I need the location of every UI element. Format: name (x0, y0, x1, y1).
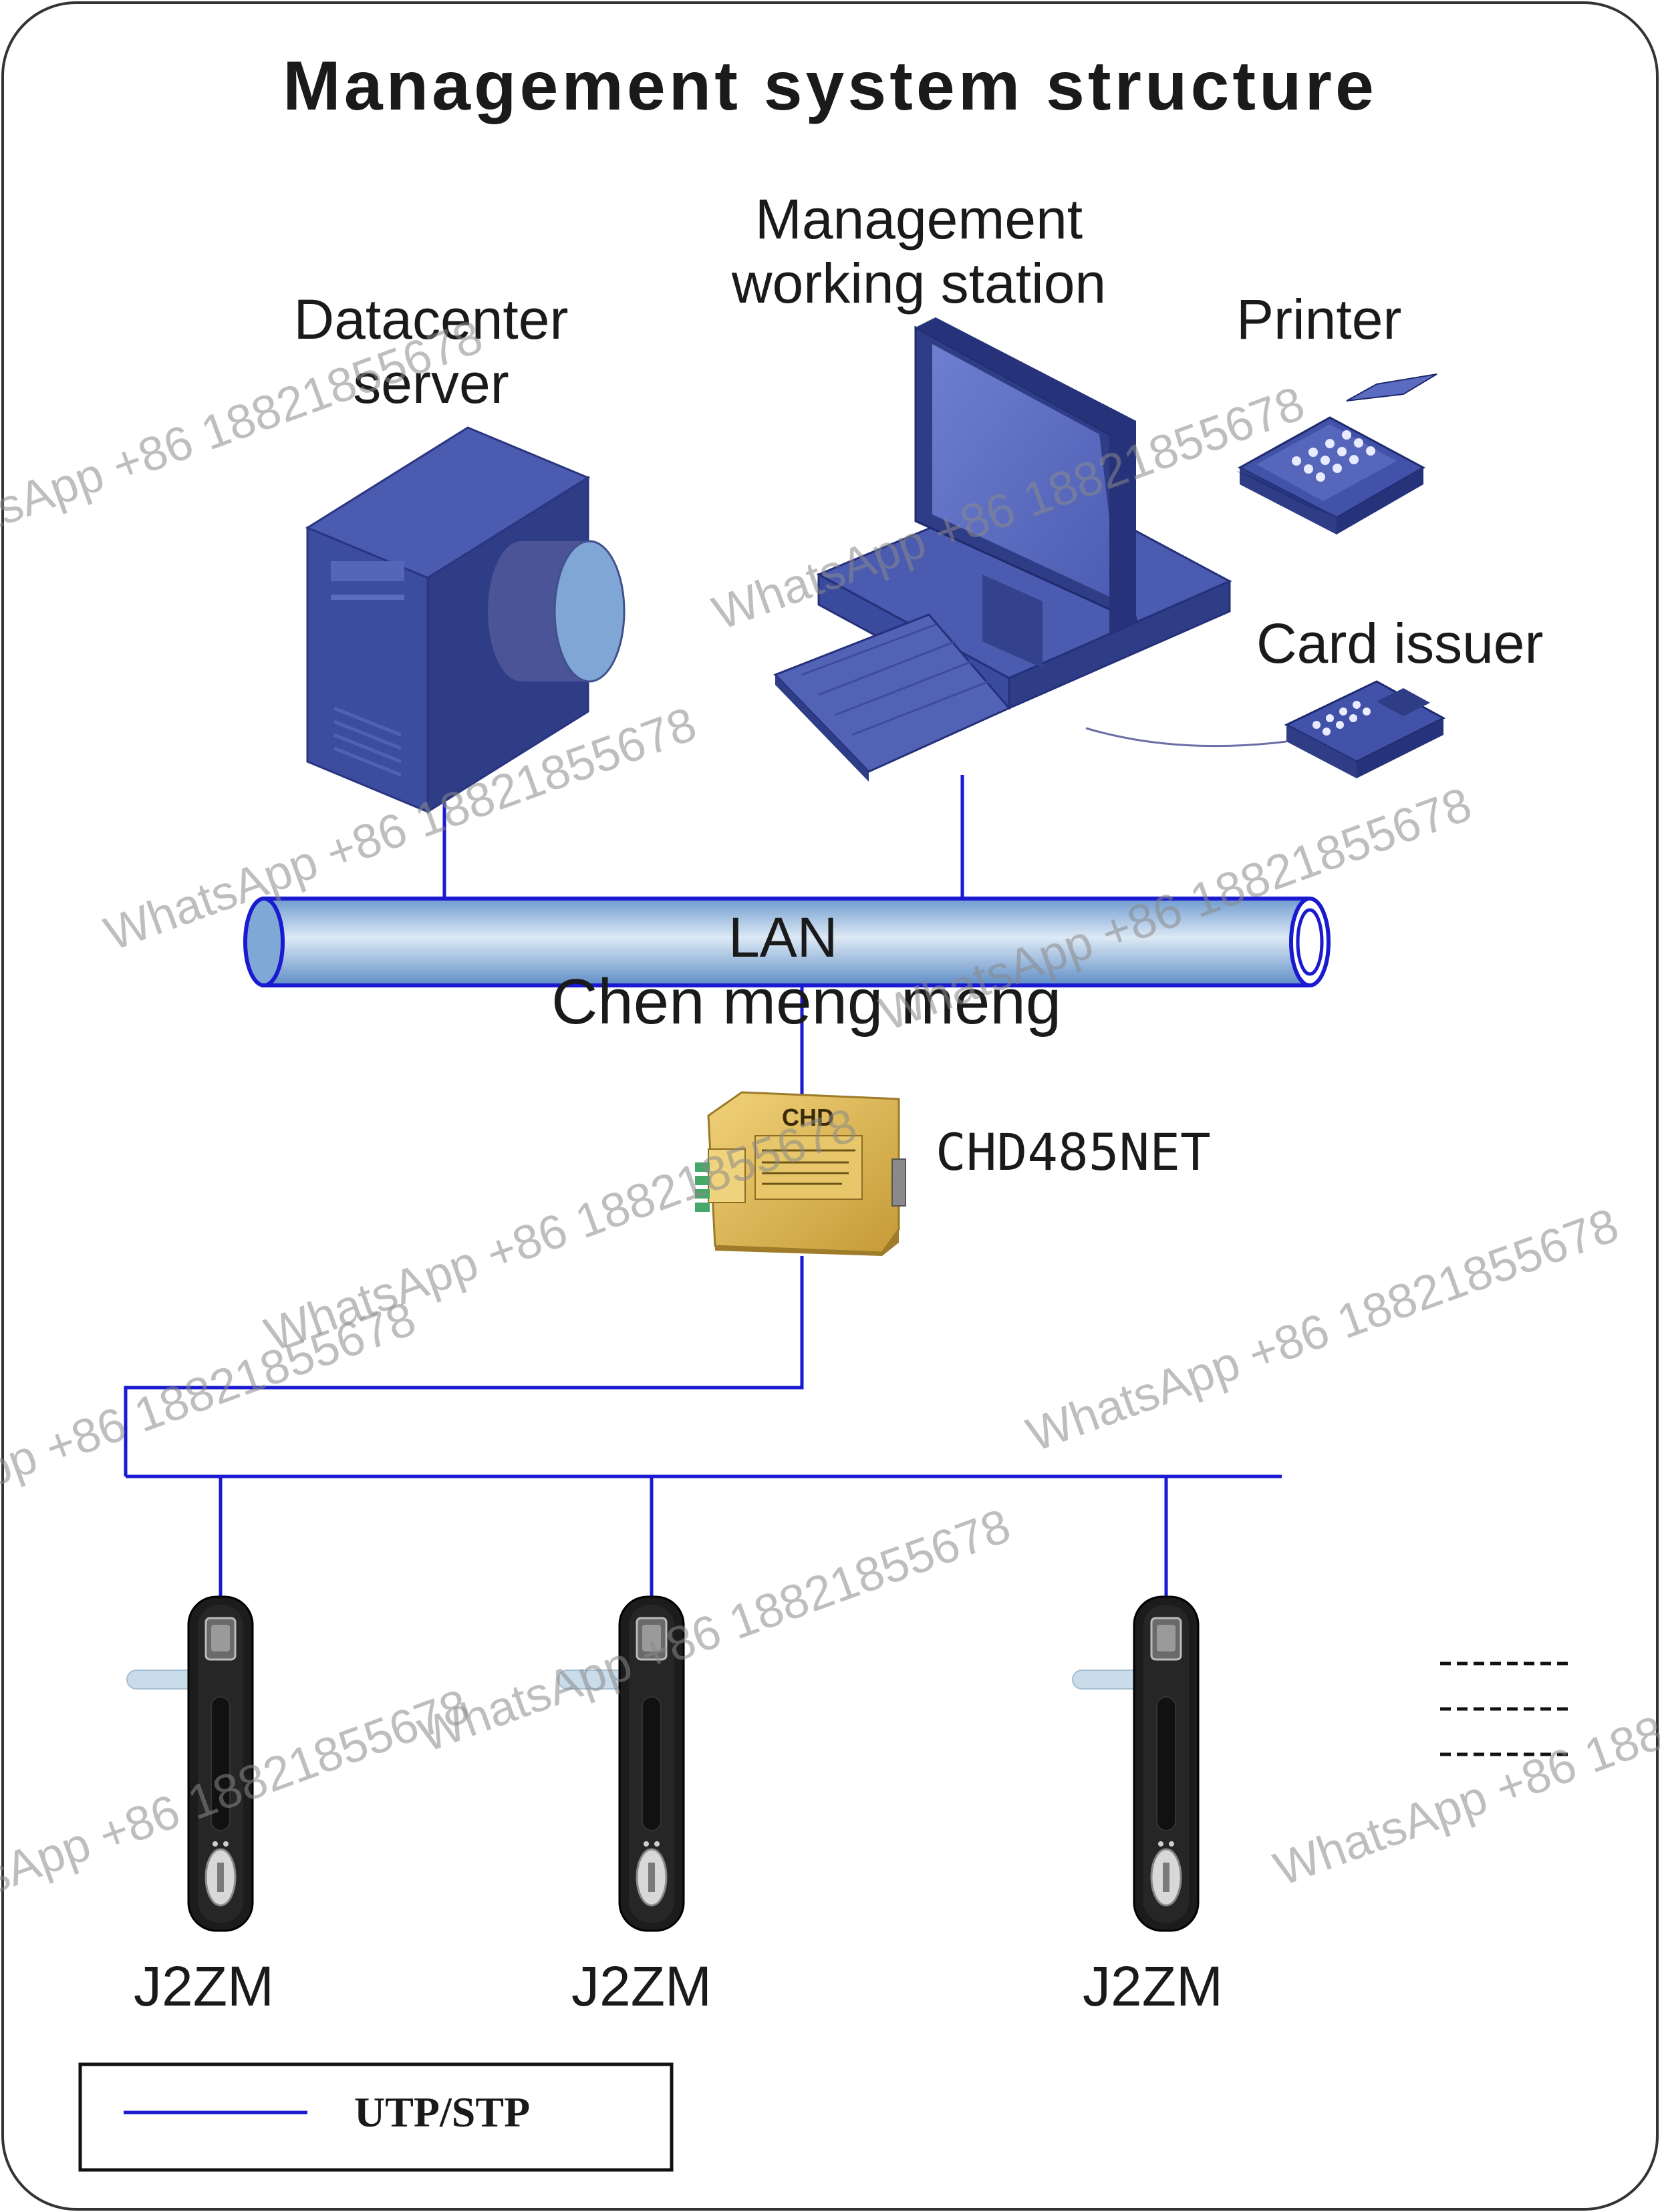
card-issuer-icon (1085, 680, 1446, 778)
lan-label: LAN (728, 906, 838, 969)
door-lock-2 (557, 1595, 685, 1932)
server-label: Datacenter server (264, 287, 598, 416)
locks-layer (126, 1595, 1200, 1932)
server-label-text: Datacenter server (293, 288, 569, 415)
converter-label: CHD485NET (936, 1122, 1211, 1182)
legend-label: UTP/STP (354, 2088, 531, 2136)
lock-label-2: J2ZM (571, 1955, 712, 2018)
door-lock-3 (1072, 1595, 1200, 1932)
connection-lines (124, 775, 1282, 1603)
server-icon (305, 426, 626, 814)
legend-box (78, 2062, 674, 2172)
workstation-icon (773, 317, 1232, 782)
lan-caption: Chen meng meng (551, 966, 1062, 1038)
page-title: Management system structure (283, 47, 1377, 125)
workstation-label-text: Management working station (731, 188, 1107, 315)
printer-icon (1236, 373, 1437, 534)
printer-label: Printer (1236, 288, 1402, 351)
door-lock-1 (126, 1595, 254, 1932)
more-devices-dashes (1440, 1662, 1574, 1756)
lock-label-1: J2ZM (134, 1955, 274, 2018)
lock-label-3: J2ZM (1083, 1955, 1223, 2018)
converter-box-icon (695, 1091, 906, 1256)
lan-pipe (243, 897, 1331, 987)
card-issuer-label: Card issuer (1256, 612, 1544, 675)
converter-to-bus (124, 1256, 804, 1476)
workstation-label: Management working station (708, 187, 1129, 315)
converter-brand: CHD (782, 1104, 834, 1131)
